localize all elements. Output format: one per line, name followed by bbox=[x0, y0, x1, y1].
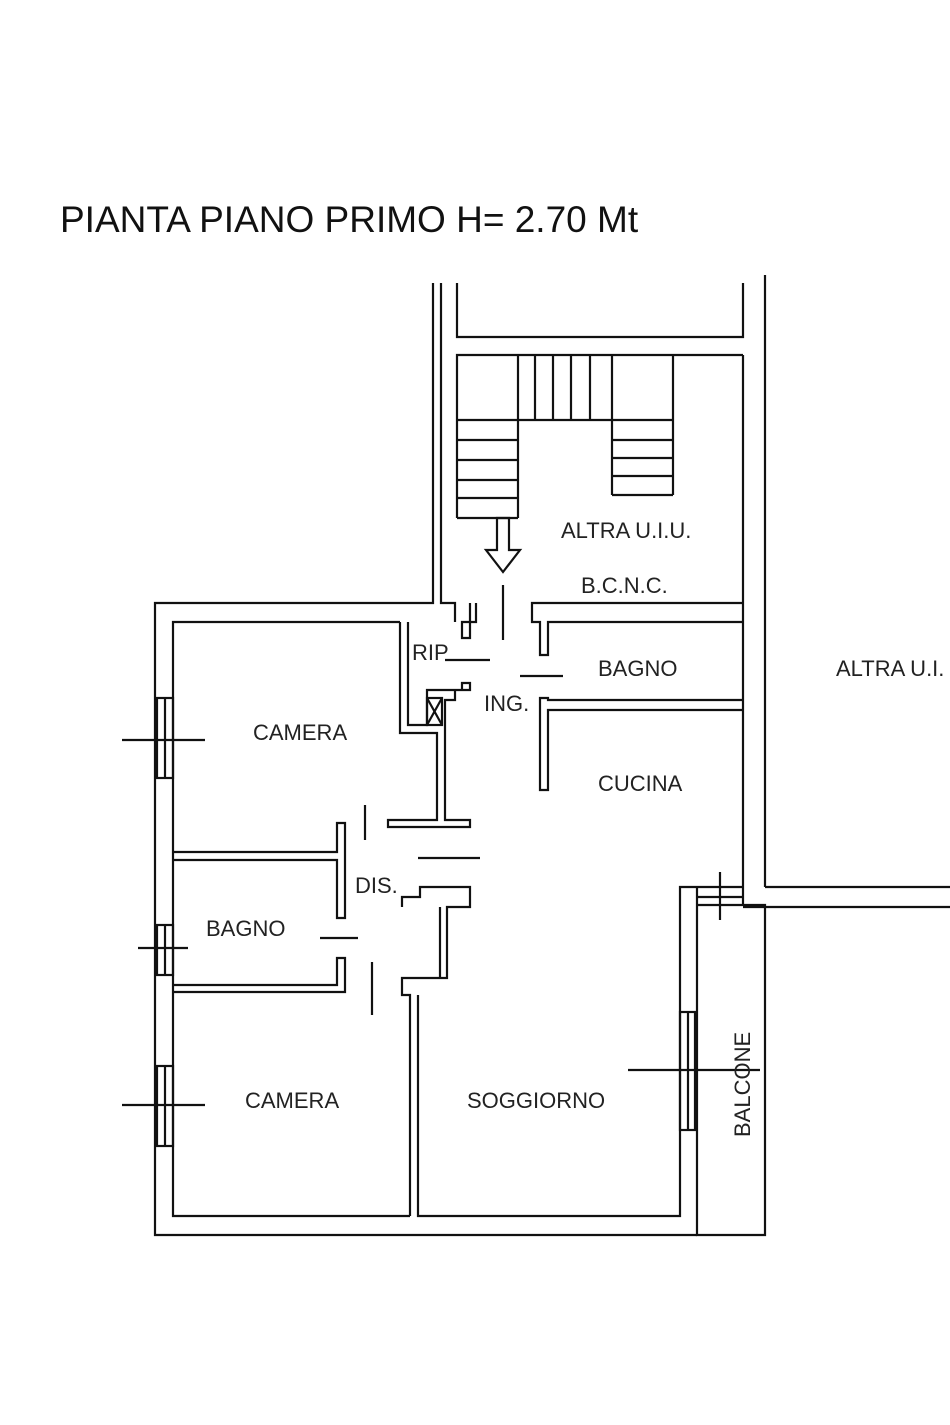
label-rip: RIP bbox=[412, 640, 449, 665]
entry-arrow-icon bbox=[483, 516, 523, 574]
label-dis: DIS. bbox=[355, 873, 398, 898]
label-soggiorno: SOGGIORNO bbox=[467, 1088, 605, 1113]
label-bagno-1: BAGNO bbox=[598, 656, 677, 681]
label-balcone: BALCONE bbox=[730, 1032, 755, 1137]
label-camera-1: CAMERA bbox=[253, 720, 347, 745]
label-altra-uiu: ALTRA U.I.U. bbox=[561, 518, 691, 543]
label-altra-ui-right: ALTRA U.I. bbox=[836, 656, 944, 681]
plan-title: PIANTA PIANO PRIMO H= 2.70 Mt bbox=[60, 199, 639, 240]
label-bcnc: B.C.N.C. bbox=[581, 573, 668, 598]
label-ing: ING. bbox=[484, 691, 529, 716]
label-camera-2: CAMERA bbox=[245, 1088, 339, 1113]
walls bbox=[153, 275, 950, 1237]
windows bbox=[122, 696, 760, 1148]
room-labels: ALTRA U.I.U. B.C.N.C. RIP ING. BAGNO CUC… bbox=[206, 518, 944, 1137]
label-cucina: CUCINA bbox=[598, 771, 683, 796]
label-bagno-2: BAGNO bbox=[206, 916, 285, 941]
